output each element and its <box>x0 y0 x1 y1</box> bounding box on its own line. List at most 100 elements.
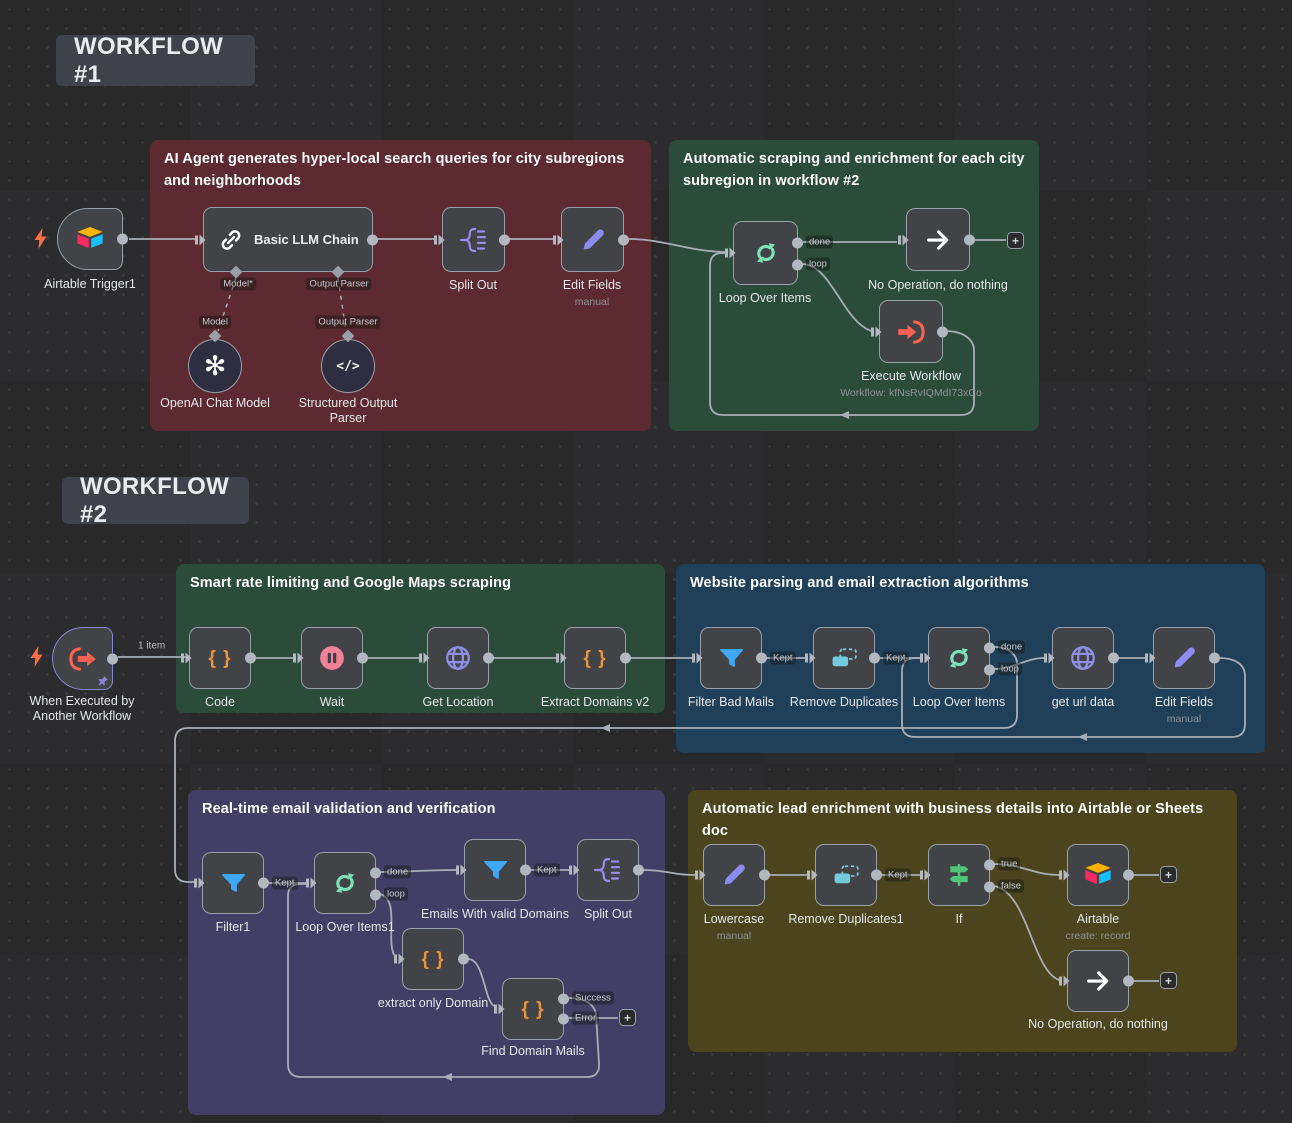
input-port[interactable] <box>195 234 206 246</box>
output-port[interactable] <box>620 652 631 664</box>
add-node-button[interactable]: + <box>1007 232 1024 249</box>
node-loop-over-items[interactable] <box>725 221 803 285</box>
input-port[interactable] <box>1145 652 1156 664</box>
node-filter1[interactable] <box>194 852 269 914</box>
input-port[interactable] <box>1044 652 1055 664</box>
node-split-out[interactable] <box>434 207 510 272</box>
output-port[interactable] <box>937 326 948 337</box>
input-port[interactable] <box>692 652 703 664</box>
node-edit-fields[interactable] <box>553 207 629 272</box>
output-port[interactable] <box>1209 652 1220 664</box>
input-port[interactable] <box>920 869 931 881</box>
output-port-done[interactable] <box>984 642 995 654</box>
node-extract-only-domain[interactable]: { } <box>394 928 469 990</box>
input-port[interactable] <box>293 652 304 664</box>
node-remove-duplicates1[interactable] <box>807 844 882 906</box>
output-port[interactable] <box>520 864 531 876</box>
input-port[interactable] <box>569 864 580 876</box>
output-port[interactable] <box>483 652 494 664</box>
node-when-executed-by-another-workflow[interactable] <box>52 627 118 690</box>
input-port[interactable] <box>1059 975 1070 987</box>
input-port[interactable] <box>871 326 882 338</box>
input-port[interactable] <box>306 877 317 889</box>
sticky-workflow-2[interactable]: WORKFLOW #2 <box>62 473 249 528</box>
node-extract-domains-v2[interactable]: { } <box>556 627 631 689</box>
output-port-true[interactable] <box>984 859 995 871</box>
input-port[interactable] <box>725 247 736 259</box>
group-title: AI Agent generates hyper-local search qu… <box>164 151 625 189</box>
input-port[interactable] <box>494 1003 505 1015</box>
node-airtable-trigger1[interactable] <box>57 208 128 270</box>
output-port[interactable] <box>633 864 644 876</box>
input-port[interactable] <box>456 864 467 876</box>
node-code[interactable]: { } <box>181 627 256 689</box>
output-port[interactable] <box>1108 652 1119 664</box>
input-port[interactable] <box>394 953 405 965</box>
input-port[interactable] <box>556 652 567 664</box>
input-port[interactable] <box>434 234 445 246</box>
add-node-button[interactable]: + <box>1160 866 1177 883</box>
add-node-button[interactable]: + <box>1160 972 1177 989</box>
output-port-done[interactable] <box>792 237 803 249</box>
node-edit-fields[interactable] <box>1145 627 1220 689</box>
node-remove-duplicates[interactable] <box>805 627 880 689</box>
output-port[interactable] <box>458 953 469 965</box>
output-port-loop[interactable] <box>984 664 995 676</box>
node-emails-with-valid-domains[interactable] <box>456 839 531 901</box>
output-port[interactable] <box>107 653 118 664</box>
output-port[interactable] <box>258 877 269 889</box>
node-structured-output-parser[interactable]: </> <box>321 339 375 393</box>
output-port[interactable] <box>499 234 510 245</box>
output-port-error[interactable] <box>558 1013 569 1025</box>
output-port[interactable] <box>759 869 770 881</box>
input-port[interactable] <box>807 869 818 881</box>
group-scraping[interactable]: Automatic scraping and enrichment for ea… <box>669 140 1039 431</box>
node-lowercase[interactable] <box>695 844 770 906</box>
input-port[interactable] <box>1059 869 1070 881</box>
connection-label-loop: loop <box>806 257 830 271</box>
node-openai-chat-model[interactable]: ✻ <box>188 339 242 393</box>
output-port[interactable] <box>618 234 629 245</box>
node-basic-llm-chain[interactable]: Basic LLM Chain <box>195 207 378 272</box>
input-port[interactable] <box>805 652 816 664</box>
output-port[interactable] <box>245 652 256 664</box>
output-port-false[interactable] <box>984 881 995 893</box>
node-get-location[interactable] <box>419 627 494 689</box>
input-port[interactable] <box>695 869 706 881</box>
output-port-loop[interactable] <box>370 889 381 901</box>
input-port[interactable] <box>898 234 909 246</box>
sticky-workflow-1[interactable]: WORKFLOW #1 <box>56 33 255 88</box>
output-port[interactable] <box>1123 975 1134 987</box>
node-if[interactable] <box>920 844 995 906</box>
node-no-operation[interactable] <box>1059 950 1134 1012</box>
node-find-domain-mails[interactable]: { } <box>494 978 569 1040</box>
input-port[interactable] <box>194 877 205 889</box>
output-port-success[interactable] <box>558 993 569 1005</box>
node-loop-over-items[interactable] <box>920 627 995 689</box>
node-split-out[interactable] <box>569 839 644 901</box>
node-no-operation[interactable] <box>898 208 975 271</box>
output-port[interactable] <box>367 234 378 245</box>
output-port[interactable] <box>871 869 882 881</box>
input-port[interactable] <box>553 234 564 246</box>
input-port[interactable] <box>419 652 430 664</box>
output-port[interactable] <box>117 233 128 245</box>
input-port[interactable] <box>920 652 931 664</box>
output-port[interactable] <box>964 234 975 245</box>
node-filter-bad-mails[interactable] <box>692 627 767 689</box>
input-port[interactable] <box>181 652 192 664</box>
node-airtable[interactable] <box>1059 844 1134 906</box>
node-wait[interactable] <box>293 627 368 689</box>
node-get-url-data[interactable] <box>1044 627 1119 689</box>
output-port-done[interactable] <box>370 867 381 879</box>
node-loop-over-items1[interactable] <box>306 852 381 914</box>
output-port[interactable] <box>357 652 368 664</box>
output-port-loop[interactable] <box>792 259 803 271</box>
node-execute-workflow[interactable] <box>871 300 948 363</box>
output-port[interactable] <box>1123 869 1134 881</box>
output-port[interactable] <box>756 652 767 664</box>
add-node-button[interactable]: + <box>619 1009 636 1026</box>
output-port[interactable] <box>869 652 880 664</box>
group-enrichment[interactable]: Automatic lead enrichment with business … <box>688 790 1237 1052</box>
